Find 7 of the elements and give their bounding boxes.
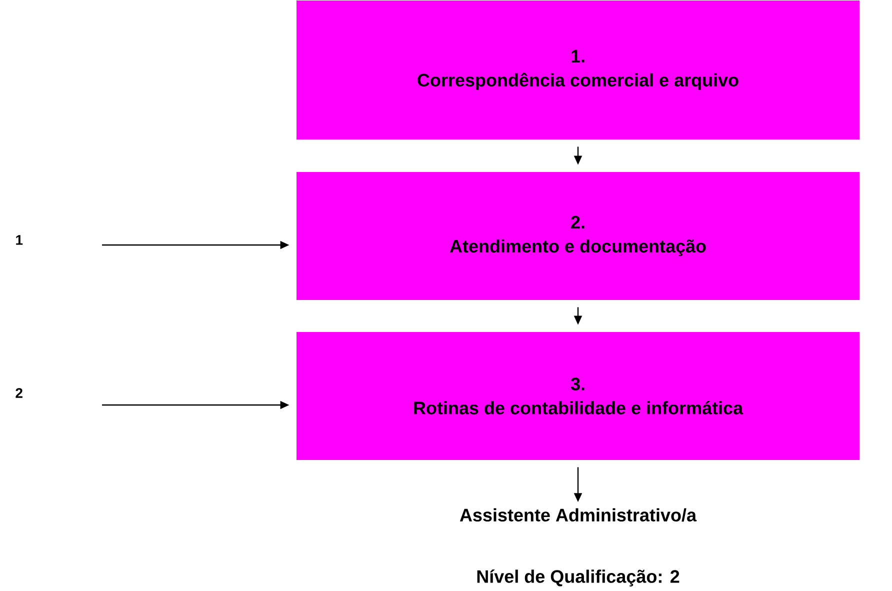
qualification-level: Nível de Qualificação: 2 [477, 570, 680, 586]
row-number: 2 [16, 388, 22, 398]
process-box: 2. Atendimento e documentação [296, 172, 860, 300]
process-box: 3. Rotinas de contabilidade e informática [296, 332, 860, 460]
process-box: 1. Correspondência comercial e arquivo [296, 0, 860, 140]
result-text: Assistente Administrativo/a [460, 508, 697, 522]
row-number: 1 [16, 235, 23, 245]
